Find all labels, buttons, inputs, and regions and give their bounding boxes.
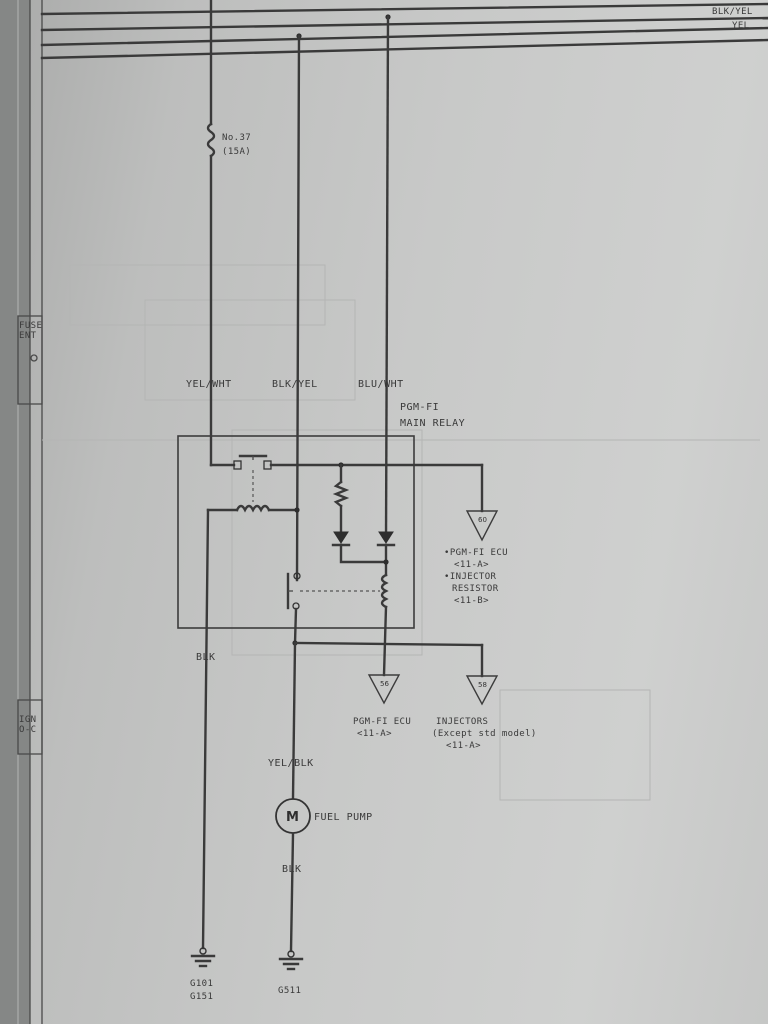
wire-yel-blk [291,641,297,800]
label-blk-yel: BLK/YEL [272,379,318,390]
wire-relay2-out [293,607,298,645]
connector-60-line-3: •INJECTOR [444,572,497,582]
bus-label-blk-yel: BLK/YEL [712,7,753,17]
edge-fragment-ent: ENT [19,331,37,341]
ground-right-icon [278,957,304,971]
label-blu-wht: BLU/WHT [358,379,404,390]
wire-to-connector-58 [293,641,484,647]
fuse-symbol [206,122,216,158]
connector-60-number: 60 [478,516,487,524]
connector-60-line-1: •PGM-FI ECU [444,548,508,558]
bleed-through-box-4 [499,689,651,801]
relay1-coil [235,504,271,513]
ground-left-terminal [199,947,207,955]
left-edge-box-lower [17,699,43,755]
relay-name-line2: MAIN RELAY [400,418,465,429]
left-edge-box-upper [17,315,43,405]
connector-60-line-2: <11-A> [454,560,489,570]
ground-left-code-2: G151 [190,992,213,1002]
bus-line-yel [40,16,768,32]
bleed-through-box-2 [144,299,356,401]
fuel-pump-symbol: M [286,810,299,825]
wire-to-connector-56 [382,605,388,677]
bus-line-3 [40,26,768,47]
diode-right [378,531,394,544]
bus-label-yel: YEL [732,21,749,31]
wire-blk-ground-left [201,508,210,950]
label-yel-blk: YEL/BLK [268,758,314,769]
label-blk-left: BLK [196,652,216,663]
connector-56-line-2: <11-A> [357,729,392,739]
relay2-contact-top [293,572,301,580]
connector-58 [465,675,499,706]
connector-60 [465,510,499,542]
ground-left-code-1: G101 [190,979,213,989]
ground-right-code: G511 [278,986,301,996]
wire-blk-pump [289,832,295,953]
relay-name-line1: PGM-FI [400,402,439,413]
ground-right-terminal [287,950,295,958]
connector-56-number: 56 [380,680,389,688]
ground-left-icon [190,954,216,968]
fuse-rating: (15A) [222,147,251,157]
connector-56 [367,674,401,705]
diode-left [333,531,349,544]
page-margin-shadow [0,0,30,1024]
left-edge-terminal [30,354,38,362]
label-yel-wht: YEL/WHT [186,379,232,390]
edge-fragment-oc: O-C [19,725,36,735]
connector-58-line-2: (Except std model) [432,729,537,739]
bleed-through-box-3 [231,429,423,656]
connector-56-line-1: PGM-FI ECU [353,717,411,727]
connector-58-line-1: INJECTORS [436,717,488,727]
connector-60-line-5: <11-B> [454,596,489,606]
relay1-contact-left [233,460,242,470]
label-blk-pump: BLK [282,864,302,875]
connector-58-number: 58 [478,681,487,689]
relay2-coil [380,573,389,609]
resistor-symbol [332,480,350,508]
bleed-through-box-1 [69,264,326,326]
wire-blu-wht [384,15,390,542]
fuse-name: No.37 [222,133,251,143]
wire-diode-join [339,543,388,564]
wire-blk-yel [295,34,301,582]
edge-fragment-ign: IGN [19,715,36,725]
connector-58-line-3: <11-A> [446,741,481,751]
junction-coil1 [294,507,300,513]
fuel-pump-label: FUEL PUMP [314,812,373,823]
junction-diodes [383,559,389,565]
bus-line-4 [40,38,768,60]
edge-fragment-fuse: FUSE [19,321,42,331]
connector-60-line-4: RESISTOR [452,584,499,594]
bus-line-blk-yel [40,2,768,16]
